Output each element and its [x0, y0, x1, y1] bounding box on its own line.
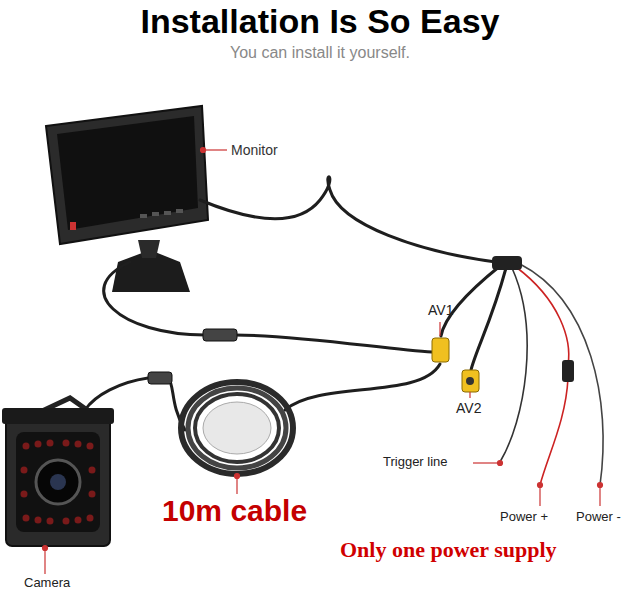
cable-label: 10m cable	[162, 494, 307, 529]
coil-wrap	[203, 402, 271, 454]
title: Installation Is So Easy	[0, 2, 640, 41]
part-label: Camera	[24, 576, 70, 591]
subtitle: You can install it yourself.	[0, 44, 640, 62]
splitter	[492, 256, 522, 270]
wire-label: Power -	[576, 510, 621, 525]
camera-body	[6, 412, 110, 546]
part-label: Monitor	[231, 142, 278, 158]
camera-glass	[50, 474, 66, 490]
av2-connector	[462, 370, 479, 392]
power-wires	[500, 264, 603, 485]
note: Only one power supply	[340, 537, 557, 562]
ir-leds	[21, 440, 96, 525]
camera-visor	[2, 408, 114, 424]
monitor-mount	[138, 240, 160, 258]
camera-lens	[36, 460, 80, 504]
av2-socket	[466, 377, 474, 385]
wire-label: Trigger line	[383, 455, 448, 470]
monitor-led	[70, 222, 76, 230]
wire-label: Power +	[500, 510, 548, 525]
camera-face	[16, 432, 100, 532]
monitor-screen	[57, 116, 198, 230]
av1-connector	[432, 338, 449, 362]
signal-label: AV2	[456, 400, 481, 416]
cable-coil	[181, 382, 293, 474]
fuse-holder	[562, 360, 574, 382]
signal-label: AV1	[428, 302, 453, 318]
monitor-body	[46, 106, 208, 244]
leader-lines	[43, 148, 603, 575]
monitor-buttons	[140, 209, 183, 218]
cables	[85, 177, 506, 430]
connector	[203, 329, 237, 341]
connector	[148, 372, 172, 384]
